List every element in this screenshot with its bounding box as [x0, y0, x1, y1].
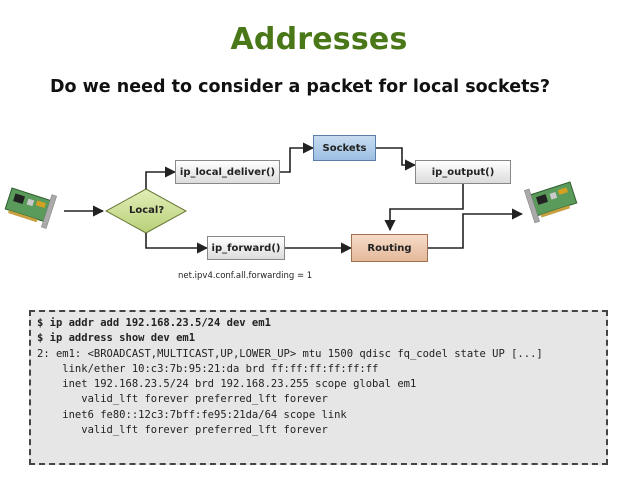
arrow-decision-to-local-deliver [145, 166, 177, 189]
terminal-line: 2: em1: <BROADCAST,MULTICAST,UP,LOWER_UP… [37, 347, 543, 360]
network-card-icon-in [4, 187, 57, 229]
arrow-output-to-routing [384, 184, 464, 232]
slide-title: Addresses [230, 22, 408, 57]
sysctl-note: net.ipv4.conf.all.forwarding = 1 [178, 271, 313, 281]
ip-forward-box: ip_forward() [207, 236, 285, 260]
ip-output-box: ip_output() [415, 160, 511, 184]
routing-box: Routing [351, 234, 428, 262]
flow-diagram [4, 142, 578, 254]
arrow-local-deliver-to-sockets [280, 142, 315, 173]
arrow-routing-to-nic [428, 208, 524, 249]
network-card-icon-out [524, 181, 578, 224]
terminal-line: inet 192.168.23.5/24 brd 192.168.23.255 … [37, 378, 417, 391]
ip-local-deliver-box: ip_local_deliver() [175, 160, 280, 184]
terminal-line: inet6 fe80::12c3:7bff:fe95:21da/64 scope… [37, 408, 347, 421]
terminal-line: $ ip address show dev em1 [37, 332, 196, 345]
decision-label: Local? [129, 205, 165, 216]
terminal-line: valid_lft forever preferred_lft forever [37, 424, 328, 437]
slide-question: Do we need to consider a packet for loca… [50, 77, 550, 97]
terminal-line: valid_lft forever preferred_lft forever [37, 393, 328, 406]
terminal-line: link/ether 10:c3:7b:95:21:da brd ff:ff:f… [37, 362, 379, 375]
terminal-output: $ ip addr add 192.168.23.5/24 dev em1 $ … [29, 310, 608, 465]
arrow-decision-to-forward [145, 233, 209, 254]
terminal-line: $ ip addr add 192.168.23.5/24 dev em1 [37, 317, 271, 329]
arrow-sockets-to-output [376, 147, 417, 171]
sockets-box: Sockets [313, 135, 376, 161]
